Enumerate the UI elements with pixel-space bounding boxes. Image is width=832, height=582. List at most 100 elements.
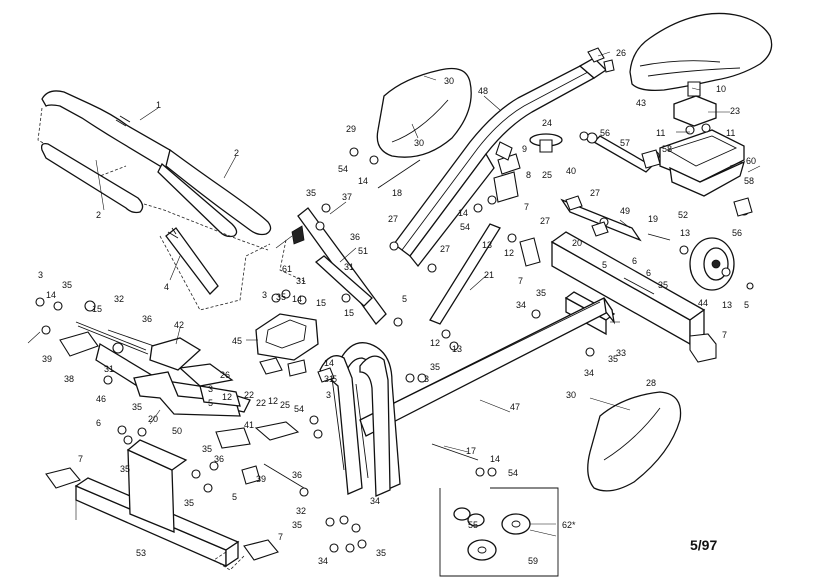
brace-42 [149,337,202,371]
label-5: 5 [208,398,213,408]
label-15: 15 [92,304,102,314]
fasteners [35,47,754,553]
label-24: 24 [542,118,552,128]
label-7: 7 [518,276,523,286]
label-5: 5 [402,294,407,304]
label-40: 40 [566,166,576,176]
label-14: 14 [46,290,56,300]
label-39: 39 [256,474,266,484]
label-5: 5 [744,300,749,310]
label-21: 21 [484,270,494,280]
label-14: 14 [458,208,468,218]
label-35: 35 [292,520,302,530]
label-54: 54 [460,222,470,232]
end-cap-7-front [45,467,81,489]
label-46: 46 [96,394,106,404]
label-30: 30 [414,138,424,148]
handlebar-2-left [40,142,144,214]
label-30: 30 [444,76,454,86]
label-38: 38 [64,374,74,384]
label-35: 35 [536,288,546,298]
label-31: 31 [104,364,114,374]
label-36: 36 [350,232,360,242]
label-31: 31 [296,276,306,286]
label-15: 15 [316,298,326,308]
label-43: 43 [636,98,646,108]
label-48: 48 [478,86,488,96]
label-17: 17 [466,446,476,456]
label-35: 35 [306,188,316,198]
label-35: 35 [276,292,286,302]
label-60: 60 [746,156,756,166]
label-47: 47 [510,402,520,412]
label-61: 61 [282,264,292,274]
label-35: 35 [132,402,142,412]
front-base-53 [45,439,279,571]
label-23: 23 [730,106,740,116]
label-6: 6 [646,268,651,278]
label-35: 35 [120,464,130,474]
label-13: 13 [482,240,492,250]
part-labels: 1 2 2 3 3 3 3 3 4 5 5 5 5 5 5 6 6 6 7 7 … [38,48,756,566]
label-35: 35 [376,548,386,558]
label-12: 12 [222,392,232,402]
label-26: 26 [616,48,626,58]
label-54: 54 [294,404,304,414]
label-3: 3 [262,290,267,300]
date-code: 5/97 [690,537,717,553]
label-7: 7 [524,202,529,212]
label-36: 36 [292,470,302,480]
seat-bracket-23 [673,95,717,127]
link-21 [429,223,501,325]
label-14: 14 [292,294,302,304]
label-52: 52 [678,210,688,220]
weight-kit-label: 62* [562,520,576,530]
label-36: 36 [142,314,152,324]
seat-assembly [629,12,773,197]
label-5: 5 [232,492,237,502]
label-49: 49 [620,206,630,216]
label-56: 56 [600,128,610,138]
label-27: 27 [388,214,398,224]
label-18: 18 [392,188,402,198]
label-14: 14 [490,454,500,464]
label-45: 45 [232,336,242,346]
seat-tube-48 [393,57,608,268]
label-35: 35 [184,498,194,508]
label-31: 31 [344,262,354,272]
label-12: 12 [430,338,440,348]
pedal-38 [59,331,99,357]
label-35: 35 [430,362,440,372]
label-11: 11 [726,128,735,138]
label-39: 39 [42,354,52,364]
label-14: 14 [324,358,334,368]
seat-post-10 [687,81,701,97]
label-19: 19 [648,214,658,224]
label-13: 13 [452,344,462,354]
label-37: 37 [342,192,352,202]
label-12: 12 [504,248,514,258]
end-cap-7 [689,333,717,363]
label-5: 5 [332,374,337,384]
label-4: 4 [164,282,169,292]
handlebar-2-upper [165,148,272,236]
label-2: 2 [234,148,239,158]
crank-assembly [59,313,319,449]
label-20: 20 [572,238,582,248]
handle-post-61 [314,255,373,307]
leader-lines [27,51,761,537]
label-28: 28 [646,378,656,388]
label-51: 51 [358,246,368,256]
label-3: 3 [208,384,213,394]
label-8: 8 [526,170,531,180]
label-3: 3 [326,390,331,400]
label-9: 9 [522,144,527,154]
wheel-44 [689,237,735,291]
label-32: 32 [114,294,124,304]
cover-29 [376,67,472,158]
label-22: 22 [244,390,254,400]
rear-assembly [550,198,717,363]
label-6: 6 [632,256,637,266]
label-7: 7 [78,454,83,464]
label-58: 58 [662,144,672,154]
